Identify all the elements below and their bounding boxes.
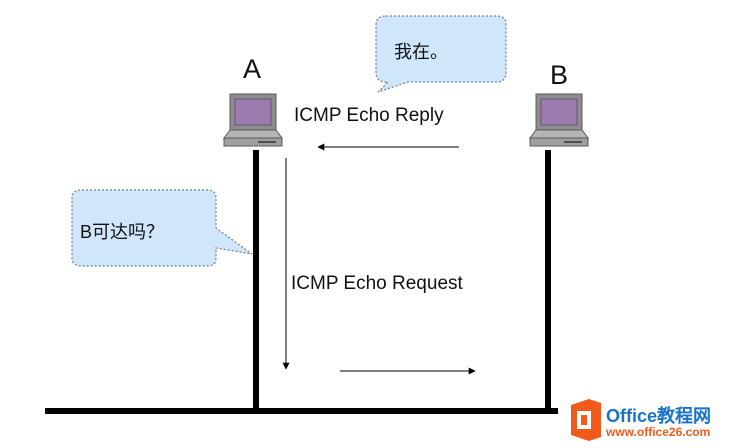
host-a-label: A: [243, 54, 262, 84]
computer-b-icon: [529, 93, 589, 147]
bubble-b-text: 我在。: [394, 42, 448, 62]
computer-a-icon: [223, 93, 283, 147]
bubble-a-text: B可达吗？: [80, 222, 165, 242]
watermark-brand: Office教程网: [606, 406, 712, 426]
echo-request-label: ICMP Echo Request: [291, 273, 463, 294]
watermark-logo-icon: [571, 399, 601, 441]
speech-bubble-a: [71, 189, 253, 267]
watermark-url: www.office26.com: [606, 425, 711, 439]
host-b-label: B: [550, 60, 569, 90]
echo-reply-label: ICMP Echo Reply: [294, 105, 444, 126]
speech-bubble-b: [375, 15, 507, 93]
